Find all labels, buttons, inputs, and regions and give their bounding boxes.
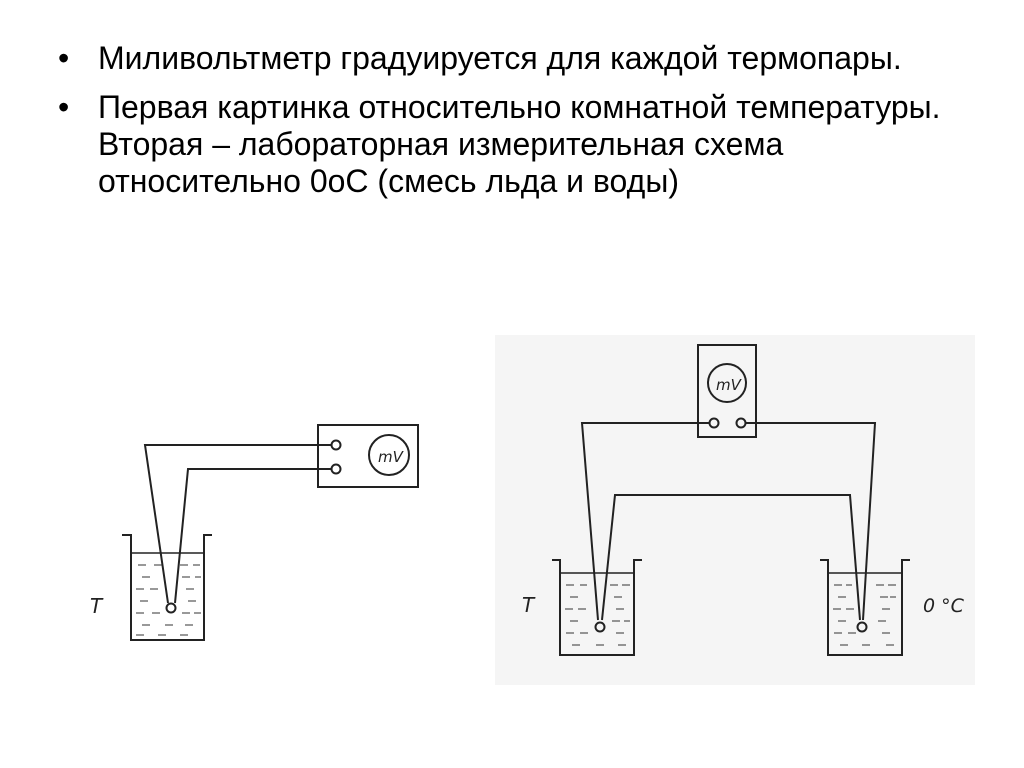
bullet-dot: • xyxy=(58,89,70,125)
left-terminal-bottom xyxy=(330,463,342,475)
thermocouple-figure: mV T xyxy=(30,335,980,690)
left-liquid-hatching xyxy=(136,564,201,636)
left-meter-dial xyxy=(368,434,410,476)
bullet-text: Миливольтметр градуируется для каждой те… xyxy=(98,40,902,76)
right-beaker-left xyxy=(552,559,642,656)
bullet-dot: • xyxy=(58,40,70,76)
bullet-text: Первая картинка относительно комнатной т… xyxy=(98,89,941,199)
right-right-liquid-hatching xyxy=(833,584,896,646)
left-bath-label: T xyxy=(90,594,104,618)
right-beaker-right xyxy=(820,559,910,656)
bullet-item: • Миливольтметр градуируется для каждой … xyxy=(58,40,978,77)
right-wire-inner xyxy=(601,494,861,621)
right-meter-dial xyxy=(707,363,747,403)
right-junction-right xyxy=(856,621,868,633)
right-meter-box xyxy=(697,344,757,438)
right-diagram xyxy=(552,344,910,656)
left-meter-box xyxy=(317,424,419,488)
right-wire-outer-right xyxy=(745,422,877,621)
left-meter-label: mV xyxy=(378,448,405,466)
left-diagram xyxy=(122,424,419,641)
left-terminal-top xyxy=(330,439,342,451)
bullet-item: • Первая картинка относительно комнатной… xyxy=(58,89,978,200)
left-wire-inner xyxy=(174,468,332,604)
left-beaker xyxy=(122,534,212,641)
left-wire-outer xyxy=(143,444,332,604)
right-wire-outer-left xyxy=(580,422,710,621)
right-bath-left-label: T xyxy=(522,593,536,617)
bullet-list: • Миливольтметр градуируется для каждой … xyxy=(58,40,978,212)
thermocouple-diagrams: mV T xyxy=(90,335,975,685)
left-junction xyxy=(165,602,177,614)
right-junction-left xyxy=(594,621,606,633)
right-bath-right-label: 0 °C xyxy=(923,595,965,617)
scan-background xyxy=(495,335,975,685)
right-meter-label: mV xyxy=(716,376,743,394)
right-left-liquid-hatching xyxy=(565,584,630,646)
